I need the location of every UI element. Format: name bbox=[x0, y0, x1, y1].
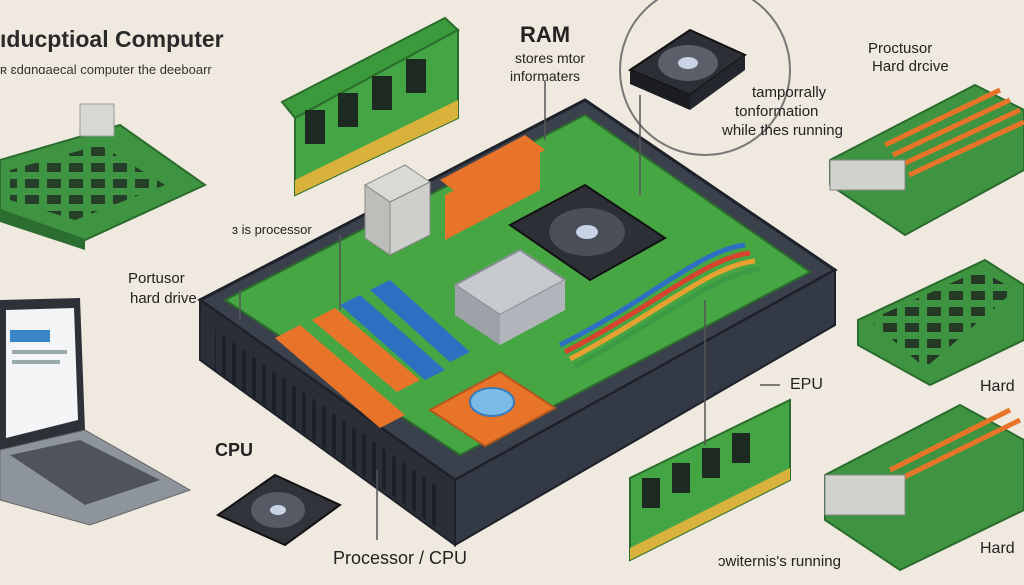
processor-cpu-label: Processor / CPU bbox=[333, 548, 468, 568]
hard-label-1: Hard bbox=[980, 378, 1015, 395]
fan-icon bbox=[627, 28, 747, 110]
writers-running-label: ɔwiternis's running bbox=[718, 553, 841, 570]
portusor-line-1: Portusor bbox=[128, 270, 185, 287]
diagram-subtitle: ʀ ɛdɑnɑaecal computer the deeboarr bbox=[0, 62, 212, 77]
epu-label: EPU bbox=[790, 376, 823, 393]
portusor-line-2: hard drive bbox=[130, 290, 197, 307]
expansion-slots bbox=[275, 135, 545, 428]
cpu-label: CPU bbox=[215, 440, 254, 460]
motherboard-icon bbox=[829, 83, 1024, 237]
ribbon-cables bbox=[558, 242, 761, 369]
motherboard-icon bbox=[857, 258, 1024, 387]
ram-desc-line-1: stores mtor bbox=[515, 50, 586, 66]
motherboard-icon bbox=[824, 403, 1024, 572]
is-processor-label: ɜ is processor bbox=[232, 222, 312, 237]
laptop-icon bbox=[0, 298, 192, 526]
ram-module-icon bbox=[280, 16, 460, 197]
fan-icon bbox=[508, 183, 667, 282]
temp-desc-line-3: while thes running bbox=[722, 122, 843, 139]
proc-hd-line-1: Proctusor bbox=[868, 40, 933, 57]
ram-label: RAM bbox=[520, 22, 571, 47]
fan-icon bbox=[215, 473, 342, 547]
leader-lines bbox=[239, 80, 780, 540]
drive-bay bbox=[364, 164, 431, 256]
hard-label-2: Hard bbox=[980, 540, 1015, 557]
temp-desc-line-1: tamporrally bbox=[752, 84, 827, 101]
ram-desc-line-2: informaters bbox=[510, 68, 581, 84]
temp-desc-line-2: tonformation bbox=[735, 103, 819, 120]
cpu-chip bbox=[428, 370, 557, 448]
diagram-title: ıducptioal Computer bbox=[0, 26, 224, 52]
ram-module-icon bbox=[629, 398, 791, 562]
proc-hd-line-2: Hard drcive bbox=[872, 58, 949, 75]
heatsink-icon bbox=[453, 248, 567, 345]
motherboard-icon bbox=[0, 103, 207, 250]
